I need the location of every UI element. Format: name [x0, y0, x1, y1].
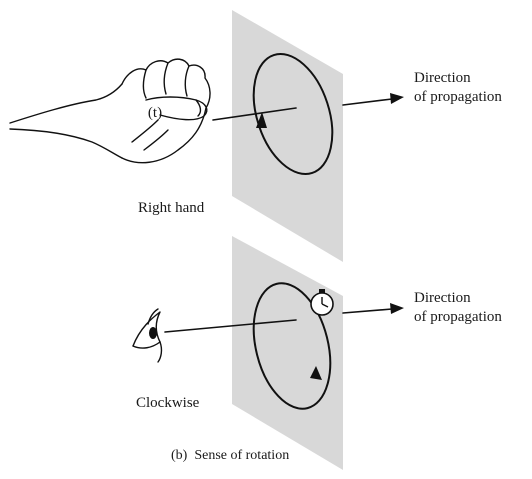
propagation-arrow-icon: [390, 303, 404, 314]
direction-label-line2-bottom: of propagation: [414, 309, 502, 325]
direction-label-line1-top: Direction: [414, 70, 471, 86]
right-hand-label: Right hand: [138, 200, 205, 216]
propagation-arrow-shaft-top: [343, 99, 392, 105]
direction-label-line2-top: of propagation: [414, 89, 502, 105]
right-hand-icon: [10, 59, 210, 163]
hand-mark-label: (t): [148, 105, 162, 121]
eye-icon: [133, 309, 161, 362]
figure-caption: (b) Sense of rotation: [171, 448, 289, 463]
propagation-arrow-icon: [390, 93, 404, 104]
wave-plane-top: [232, 10, 343, 262]
propagation-arrow-shaft-bottom: [343, 309, 392, 313]
direction-label-line1-bottom: Direction: [414, 290, 471, 306]
eye-pupil: [149, 327, 157, 339]
bottom-panel: Direction of propagation Clockwise: [133, 236, 502, 470]
clockwise-label: Clockwise: [136, 395, 200, 411]
wave-plane-bottom: [232, 236, 343, 470]
top-panel: (t) Direction of propagation Right hand: [10, 10, 502, 262]
